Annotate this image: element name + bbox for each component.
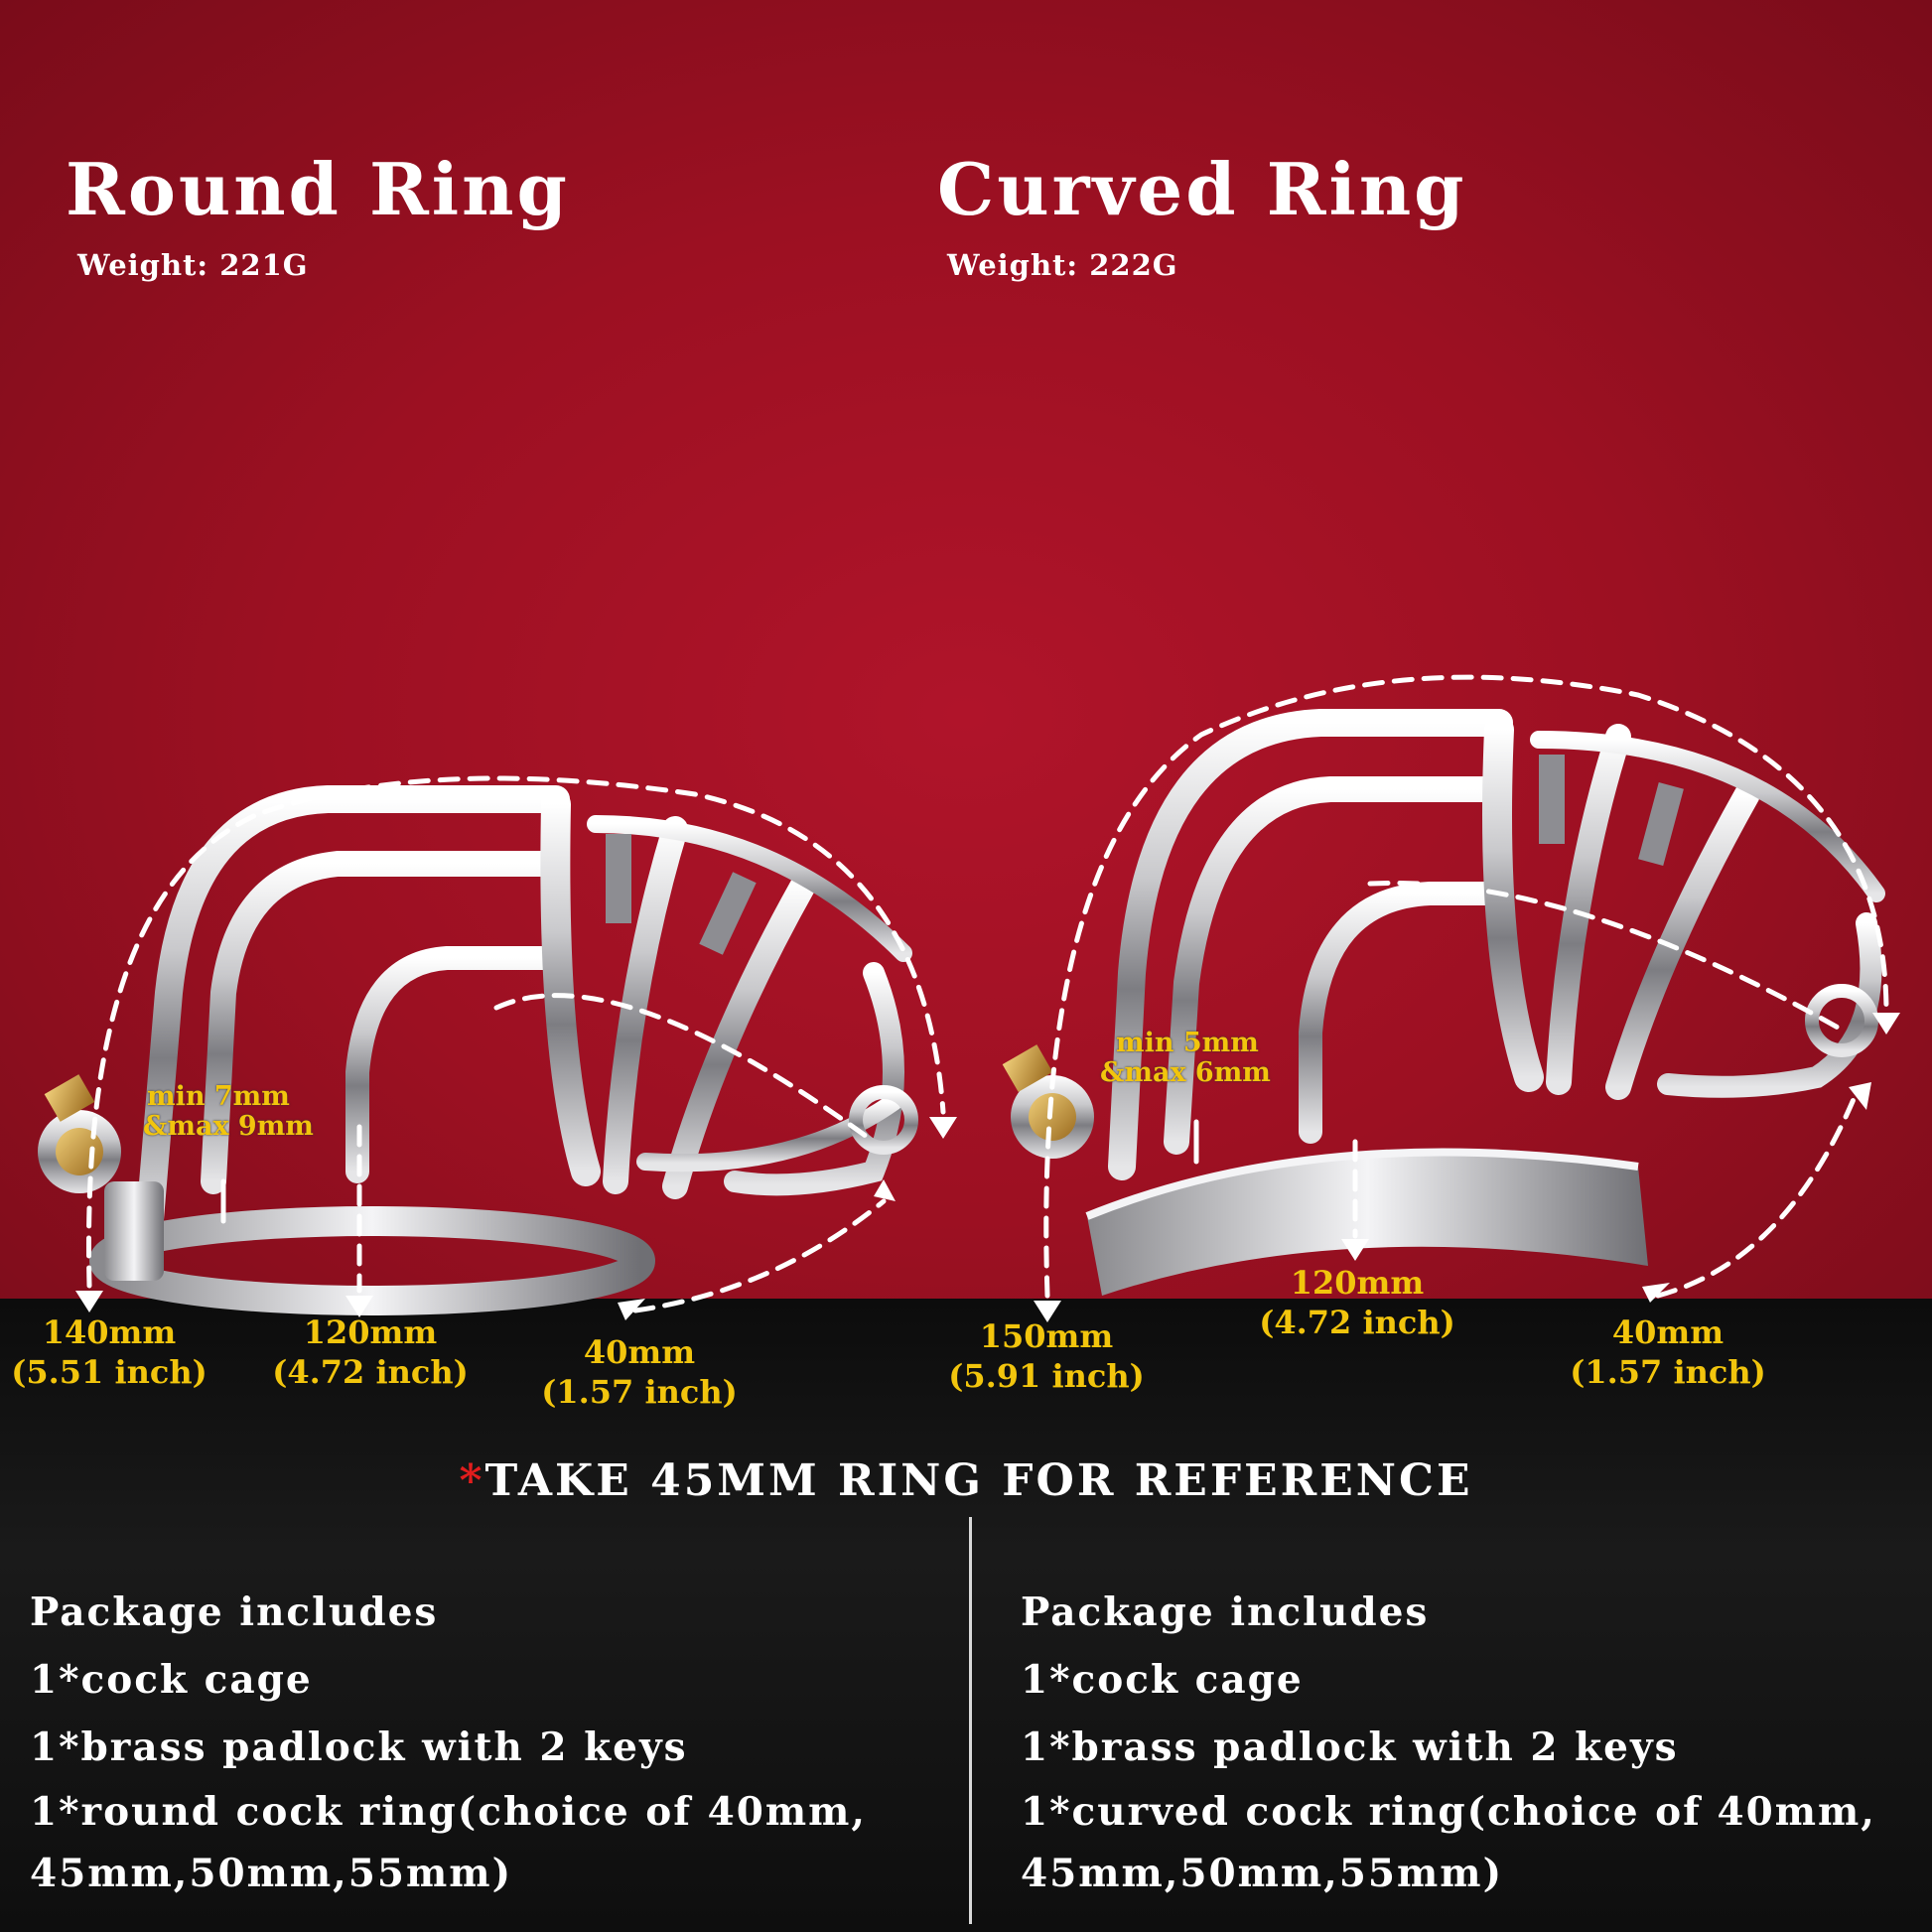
package-left-heading: Package includes: [30, 1589, 439, 1635]
note-text: TAKE 45MM RING FOR REFERENCE: [484, 1455, 1473, 1506]
column-divider: [969, 1517, 972, 1924]
right-inner-length-inch: (4.72 inch): [1259, 1304, 1455, 1341]
package-right-item: 1*cock cage: [1021, 1657, 1304, 1703]
left-inner-length-mm: 120mm: [303, 1313, 438, 1351]
left-product-weight: Weight: 221G: [77, 248, 309, 282]
package-left-item: 1*round cock ring(choice of 40mm, 45mm,5…: [30, 1789, 868, 1896]
left-gap-min: min 7mm: [147, 1081, 290, 1112]
note-asterisk: *: [459, 1455, 485, 1506]
curved-ring-cage: [1002, 709, 1885, 1296]
package-left-item: 1*cock cage: [30, 1657, 313, 1703]
package-right-heading: Package includes: [1021, 1589, 1430, 1635]
right-product-weight: Weight: 222G: [947, 248, 1178, 282]
package-right: Package includes 1*cock cage 1*brass pad…: [1021, 1579, 1932, 1904]
right-product-title: Curved Ring: [937, 147, 1467, 231]
package-left: Package includes 1*cock cage 1*brass pad…: [30, 1579, 943, 1904]
measurement-arrows: [85, 674, 1889, 1313]
package-right-item: 1*brass padlock with 2 keys: [1021, 1725, 1679, 1770]
right-inner-length-mm: 120mm: [1290, 1264, 1425, 1302]
left-length-mm: 140mm: [42, 1313, 177, 1351]
left-product-title: Round Ring: [66, 147, 570, 231]
right-inner-length-label: 120mm (4.72 inch): [1259, 1263, 1455, 1342]
right-length-label: 150mm (5.91 inch): [948, 1316, 1145, 1396]
left-inner-length-inch: (4.72 inch): [272, 1353, 469, 1391]
right-diameter-label: 40mm (1.57 inch): [1570, 1312, 1766, 1392]
right-diameter-inch: (1.57 inch): [1570, 1353, 1766, 1391]
left-diameter-label: 40mm (1.57 inch): [541, 1332, 738, 1412]
reference-note: *TAKE 45MM RING FOR REFERENCE: [0, 1455, 1932, 1506]
left-diameter-mm: 40mm: [583, 1333, 696, 1371]
right-length-inch: (5.91 inch): [948, 1357, 1145, 1395]
left-diameter-inch: (1.57 inch): [541, 1373, 738, 1411]
left-gap-max: &max 9mm: [143, 1111, 314, 1142]
package-left-item: 1*brass padlock with 2 keys: [30, 1725, 688, 1770]
arrow-heads: [75, 1013, 1900, 1322]
left-ring-gap: min 7mm &max 9mm: [143, 1082, 314, 1142]
right-ring-gap: min 5mm &max 6mm: [1100, 1029, 1271, 1088]
black-surface: [0, 1299, 1932, 1932]
left-inner-length-label: 120mm (4.72 inch): [272, 1312, 469, 1392]
left-length-inch: (5.51 inch): [11, 1353, 207, 1391]
package-right-item: 1*curved cock ring(choice of 40mm, 45mm,…: [1021, 1789, 1876, 1896]
right-gap-min: min 5mm: [1116, 1028, 1259, 1058]
left-length-label: 140mm (5.51 inch): [11, 1312, 207, 1392]
round-ring-cage: [38, 785, 918, 1315]
right-diameter-mm: 40mm: [1611, 1313, 1725, 1351]
right-gap-max: &max 6mm: [1100, 1057, 1271, 1088]
right-length-mm: 150mm: [979, 1317, 1114, 1355]
